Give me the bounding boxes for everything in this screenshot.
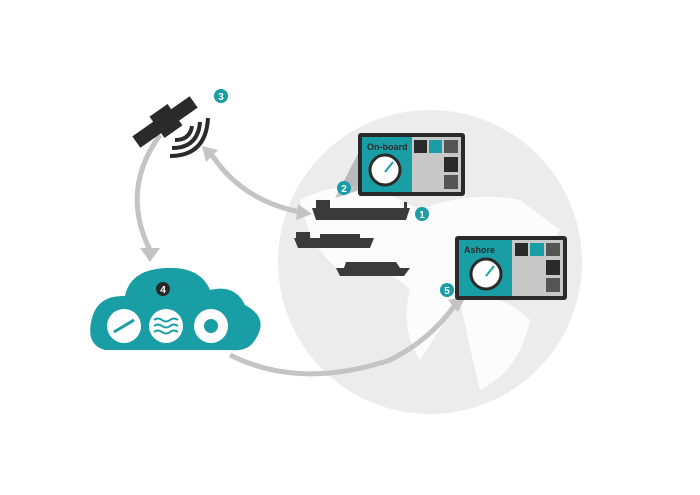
container-ship [294, 238, 374, 248]
badge-5: 5 [444, 286, 450, 297]
ships [294, 200, 410, 276]
connection-arrows [134, 133, 458, 377]
ashore-tablet [455, 236, 567, 300]
satellite-icon [132, 96, 210, 158]
badge-3: 3 [218, 92, 224, 103]
badge-1: 1 [419, 210, 425, 221]
cruise-ship [336, 268, 410, 276]
onboard-label: On-board [367, 142, 408, 152]
arrow-satellite-cloud [134, 133, 163, 252]
badge-4: 4 [160, 285, 166, 296]
arrow-cloud-ashore [228, 303, 458, 377]
cloud [90, 267, 261, 351]
badges [156, 89, 454, 297]
badge-2: 2 [341, 184, 347, 195]
arrow-satellite-ship [207, 150, 301, 215]
onboard-tablet [335, 133, 465, 198]
ashore-label: Ashore [464, 245, 495, 255]
tanker-ship [312, 208, 410, 220]
